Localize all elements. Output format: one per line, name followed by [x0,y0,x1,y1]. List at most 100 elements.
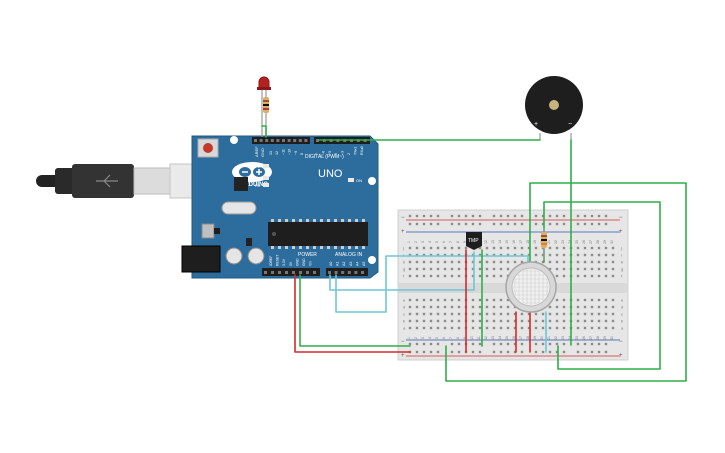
breadboard-hole[interactable] [555,253,559,257]
breadboard-hole[interactable] [590,274,594,278]
breadboard-hole[interactable] [457,305,461,309]
breadboard-hole[interactable] [597,267,601,271]
breadboard-hole[interactable] [499,274,503,278]
breadboard-hole[interactable] [471,305,475,309]
rail-hole[interactable] [499,214,503,218]
breadboard-hole[interactable] [492,319,496,323]
breadboard-hole[interactable] [604,312,608,316]
wire-led-gnd[interactable] [261,125,267,138]
header-pin[interactable] [298,139,302,142]
rail-hole[interactable] [506,350,510,354]
breadboard-hole[interactable] [527,246,531,250]
breadboard-hole[interactable] [485,305,489,309]
header-pin[interactable] [287,139,291,142]
breadboard-hole[interactable] [492,326,496,330]
rail-hole[interactable] [499,222,503,226]
rail-hole[interactable] [534,350,538,354]
breadboard-hole[interactable] [555,267,559,271]
header-pin[interactable] [285,271,288,274]
rail-hole[interactable] [541,350,545,354]
breadboard-hole[interactable] [562,246,566,250]
rail-hole[interactable] [450,342,454,346]
breadboard-hole[interactable] [499,246,503,250]
wire-gnd[interactable] [299,274,411,347]
breadboard-hole[interactable] [611,319,615,323]
rail-hole[interactable] [597,214,601,218]
breadboard-hole[interactable] [597,312,601,316]
rail-hole[interactable] [604,222,608,226]
breadboard-hole[interactable] [520,312,524,316]
breadboard-hole[interactable] [415,326,419,330]
header-pin[interactable] [292,271,295,274]
breadboard-hole[interactable] [422,298,426,302]
breadboard-hole[interactable] [604,298,608,302]
breadboard-hole[interactable] [583,274,587,278]
rail-hole[interactable] [534,214,538,218]
header-pin[interactable] [293,139,297,142]
rail-hole[interactable] [590,222,594,226]
rail-hole[interactable] [471,350,475,354]
rail-hole[interactable] [436,214,440,218]
rail-hole[interactable] [471,342,475,346]
breadboard-hole[interactable] [548,267,552,271]
breadboard-hole[interactable] [611,260,615,264]
breadboard-hole[interactable] [576,326,580,330]
breadboard-hole[interactable] [436,298,440,302]
breadboard-hole[interactable] [443,253,447,257]
breadboard-hole[interactable] [429,267,433,271]
breadboard-hole[interactable] [429,319,433,323]
breadboard-hole[interactable] [450,319,454,323]
breadboard-hole[interactable] [436,326,440,330]
rail-hole[interactable] [555,214,559,218]
rail-hole[interactable] [478,214,482,218]
breadboard-hole[interactable] [429,326,433,330]
breadboard-hole[interactable] [443,298,447,302]
breadboard-hole[interactable] [443,312,447,316]
header-pin[interactable] [282,139,285,142]
breadboard-hole[interactable] [443,305,447,309]
breadboard-hole[interactable] [513,319,517,323]
header-pin[interactable] [306,271,309,274]
breadboard-hole[interactable] [520,319,524,323]
rail-hole[interactable] [436,350,440,354]
breadboard-hole[interactable] [583,312,587,316]
gas-sensor[interactable] [505,261,557,313]
breadboard-hole[interactable] [548,305,552,309]
breadboard-hole[interactable] [408,305,412,309]
rail-hole[interactable] [499,342,503,346]
breadboard-hole[interactable] [436,260,440,264]
breadboard-hole[interactable] [506,326,510,330]
breadboard-hole[interactable] [471,253,475,257]
breadboard-hole[interactable] [590,298,594,302]
dc-power-jack[interactable] [181,245,221,273]
rail-hole[interactable] [450,214,454,218]
rail-hole[interactable] [520,342,524,346]
breadboard-hole[interactable] [443,260,447,264]
breadboard-hole[interactable] [429,246,433,250]
breadboard-hole[interactable] [583,253,587,257]
rail-hole[interactable] [555,350,559,354]
rail-hole[interactable] [408,222,412,226]
breadboard-hole[interactable] [415,305,419,309]
breadboard-hole[interactable] [562,260,566,264]
rail-hole[interactable] [422,222,426,226]
breadboard-hole[interactable] [541,253,545,257]
breadboard-hole[interactable] [457,312,461,316]
breadboard-hole[interactable] [597,246,601,250]
breadboard-hole[interactable] [604,305,608,309]
breadboard-hole[interactable] [590,305,594,309]
breadboard-hole[interactable] [541,319,545,323]
breadboard-hole[interactable] [576,312,580,316]
rail-hole[interactable] [513,350,517,354]
rail-hole[interactable] [541,222,545,226]
wire-a1-gas[interactable] [335,255,529,313]
rail-hole[interactable] [562,350,566,354]
breadboard-hole[interactable] [604,253,608,257]
breadboard-hole[interactable] [611,305,615,309]
breadboard-hole[interactable] [408,298,412,302]
breadboard-hole[interactable] [450,298,454,302]
wire-gnd-loop-outer[interactable] [445,182,687,382]
breadboard-hole[interactable] [443,319,447,323]
breadboard-hole[interactable] [562,274,566,278]
red-led[interactable] [257,76,271,137]
